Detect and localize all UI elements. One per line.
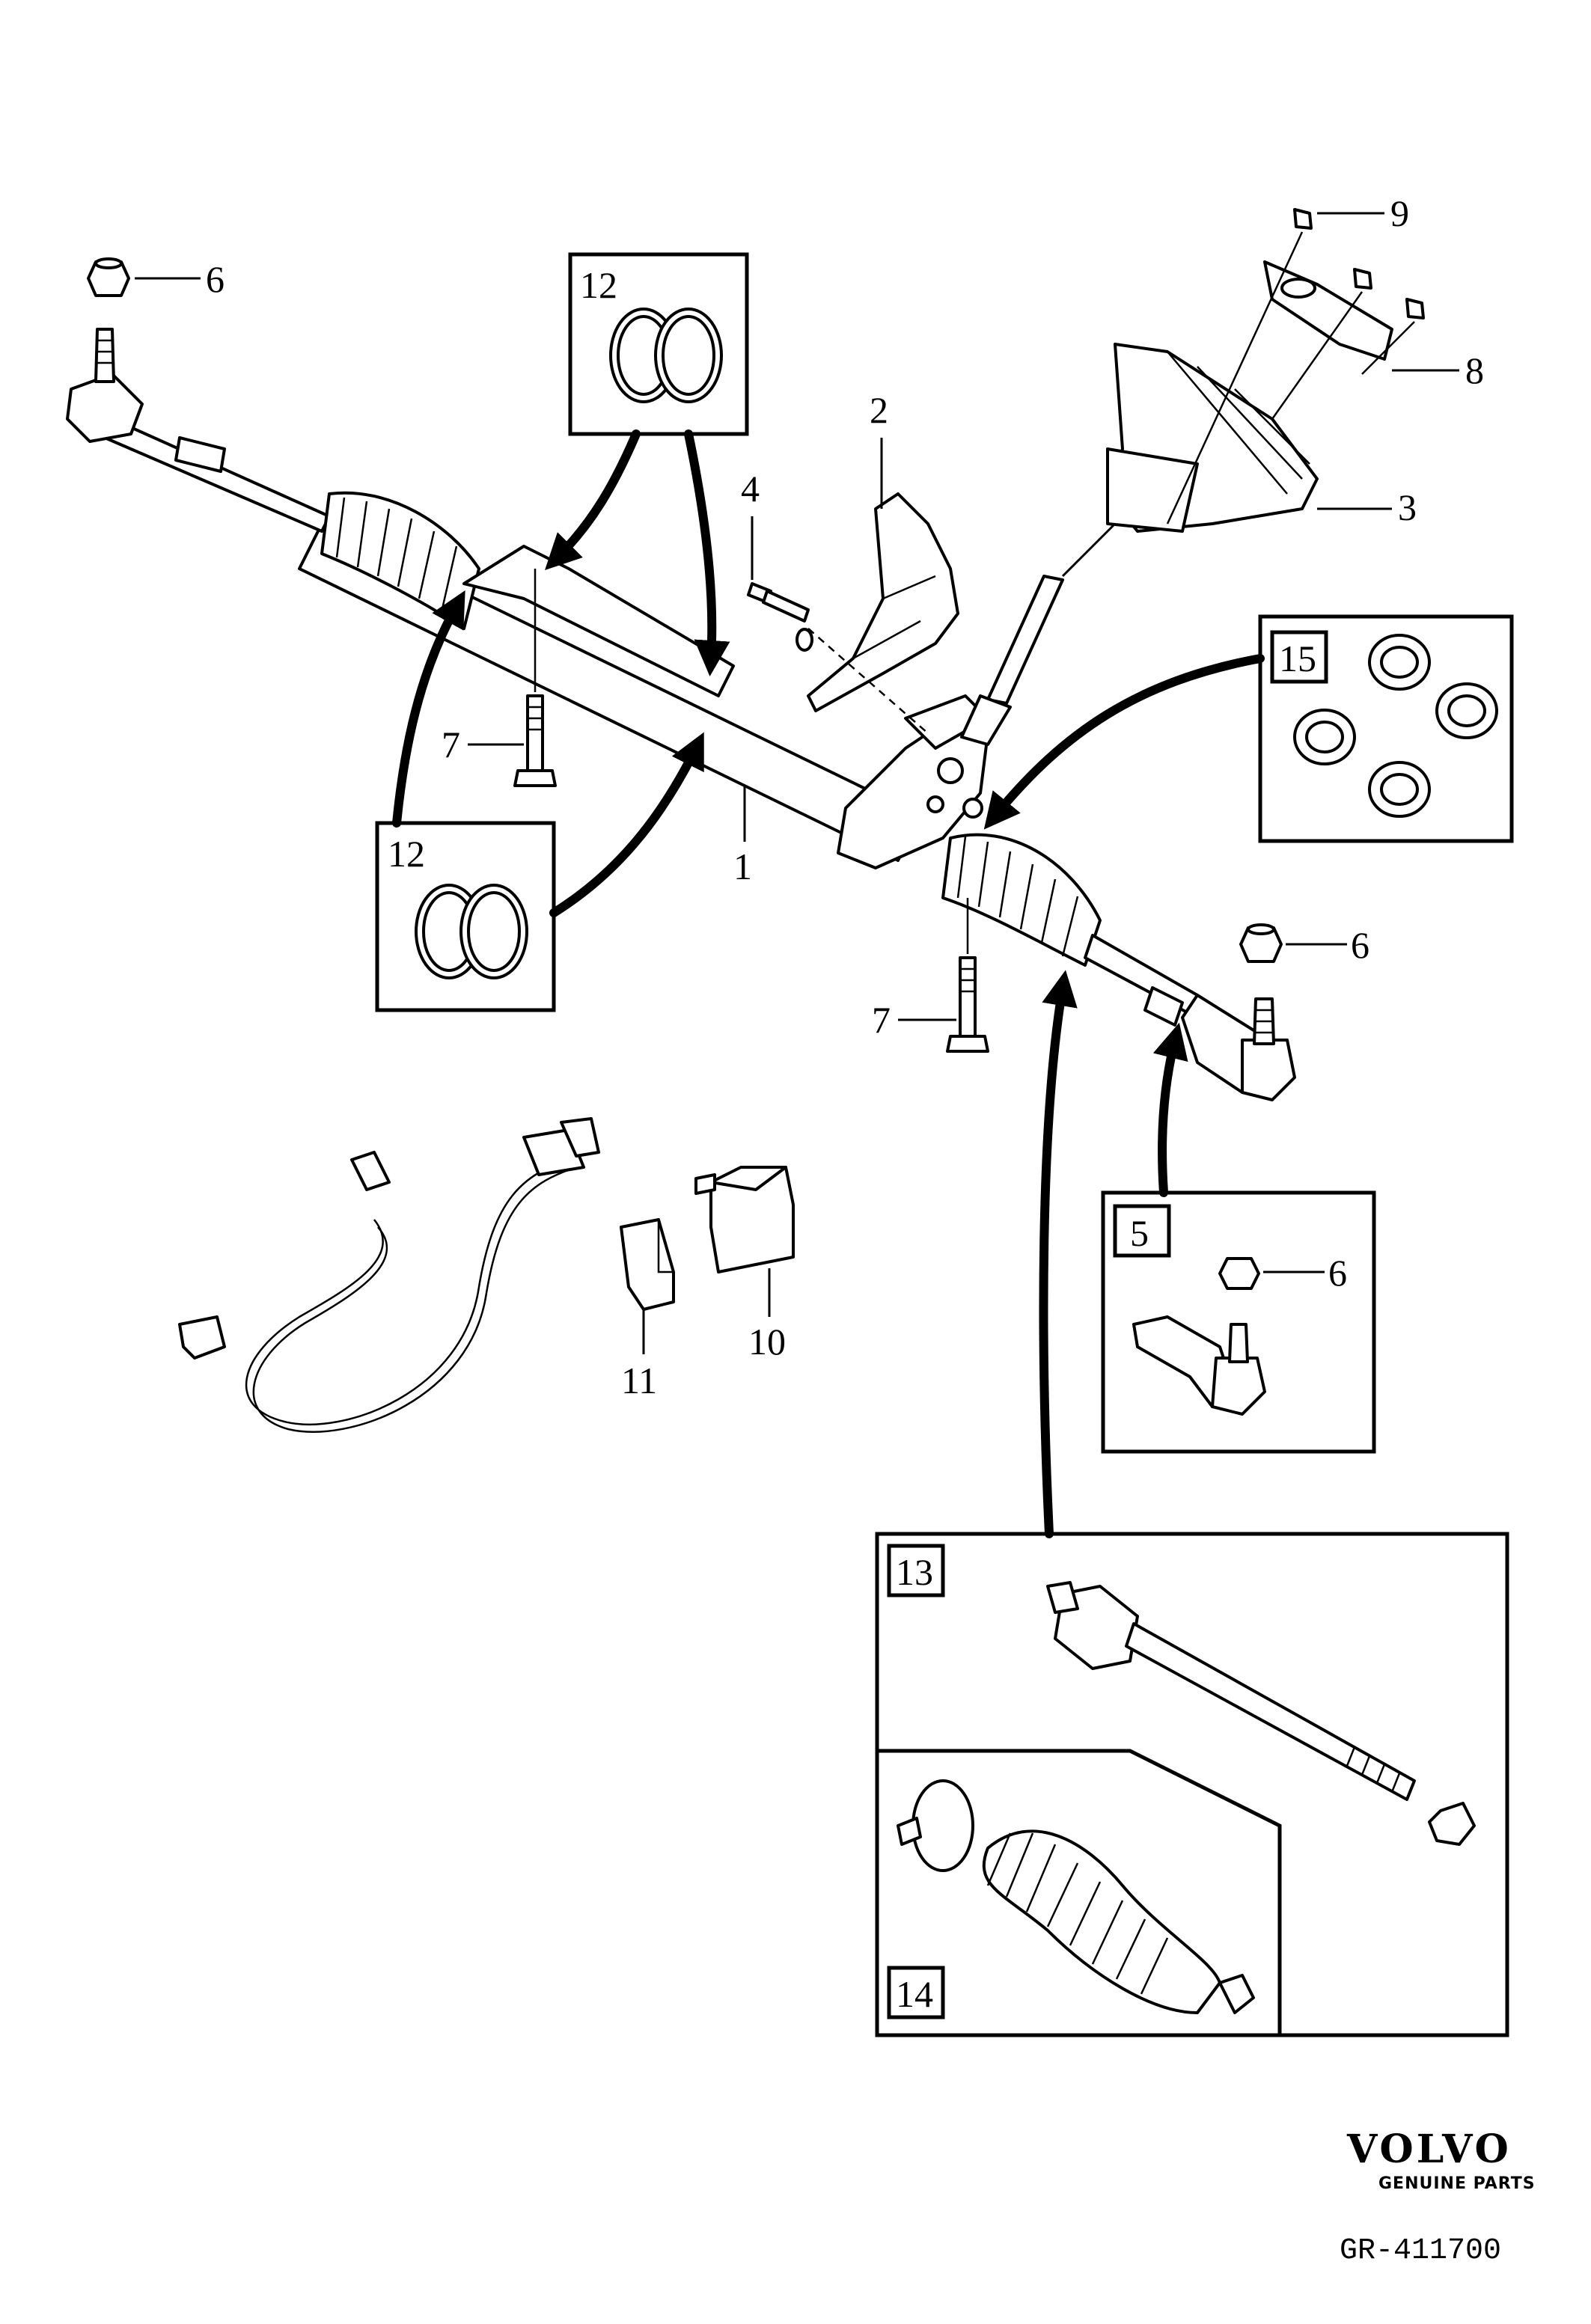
right-nut (1239, 923, 1283, 963)
pinion-shaft (960, 575, 1064, 746)
callout-2: 2 (870, 389, 888, 431)
callout-12-bottom: 12 (388, 833, 425, 875)
valve-housing (837, 694, 989, 869)
callout-11: 11 (621, 1360, 657, 1401)
seal-plate (1263, 260, 1393, 361)
callout-box-12-top (568, 252, 749, 436)
plate-nuts (1293, 208, 1425, 319)
callout-13: 13 (896, 1551, 933, 1593)
control-module (694, 1166, 795, 1273)
callout-12-top: 12 (580, 264, 617, 306)
callout-10: 10 (748, 1321, 786, 1363)
right-tie-rod-end (1181, 994, 1296, 1101)
inner-tie-rod (1046, 1581, 1476, 1846)
figure-code: GR-411700 (1340, 2234, 1501, 2268)
callout-box-12-bottom (375, 821, 556, 1012)
right-bellows (941, 833, 1102, 967)
callout-1: 1 (733, 845, 752, 887)
left-mounting-bolt (513, 694, 557, 787)
volvo-logo-text: VOLVO (1346, 2126, 1512, 2172)
genuine-parts-text: GENUINE PARTS (1378, 2174, 1536, 2193)
callout-7-left: 7 (442, 724, 460, 765)
heat-shield (807, 492, 959, 712)
boot-kit (897, 1779, 1255, 2014)
module-bracket (620, 1218, 675, 1311)
callout-6-left: 6 (206, 258, 225, 300)
callout-4: 4 (741, 468, 760, 510)
steering-rack (103, 418, 1199, 1027)
left-nut (87, 257, 130, 297)
lock-nut-set (1293, 634, 1498, 818)
callout-box-15 (1258, 614, 1514, 843)
left-tie-rod-end (66, 328, 144, 443)
shield-bolt (747, 582, 813, 652)
callout-6-right: 6 (1351, 924, 1369, 966)
callout-7-right: 7 (872, 999, 891, 1041)
sensor-wiring-harness (178, 1117, 600, 1433)
dash-seal-boot (1106, 343, 1319, 533)
right-mounting-bolt (946, 956, 989, 1053)
callout-6-box: 6 (1328, 1252, 1347, 1294)
callout-9: 9 (1390, 192, 1409, 234)
callout-box-5 (1101, 1190, 1376, 1454)
callout-5: 5 (1130, 1212, 1149, 1254)
callout-8: 8 (1465, 349, 1484, 391)
callout-14: 14 (896, 1973, 933, 2015)
callout-box-13-14 (875, 1532, 1509, 2037)
callout-15: 15 (1279, 637, 1316, 679)
callout-3: 3 (1398, 486, 1417, 528)
